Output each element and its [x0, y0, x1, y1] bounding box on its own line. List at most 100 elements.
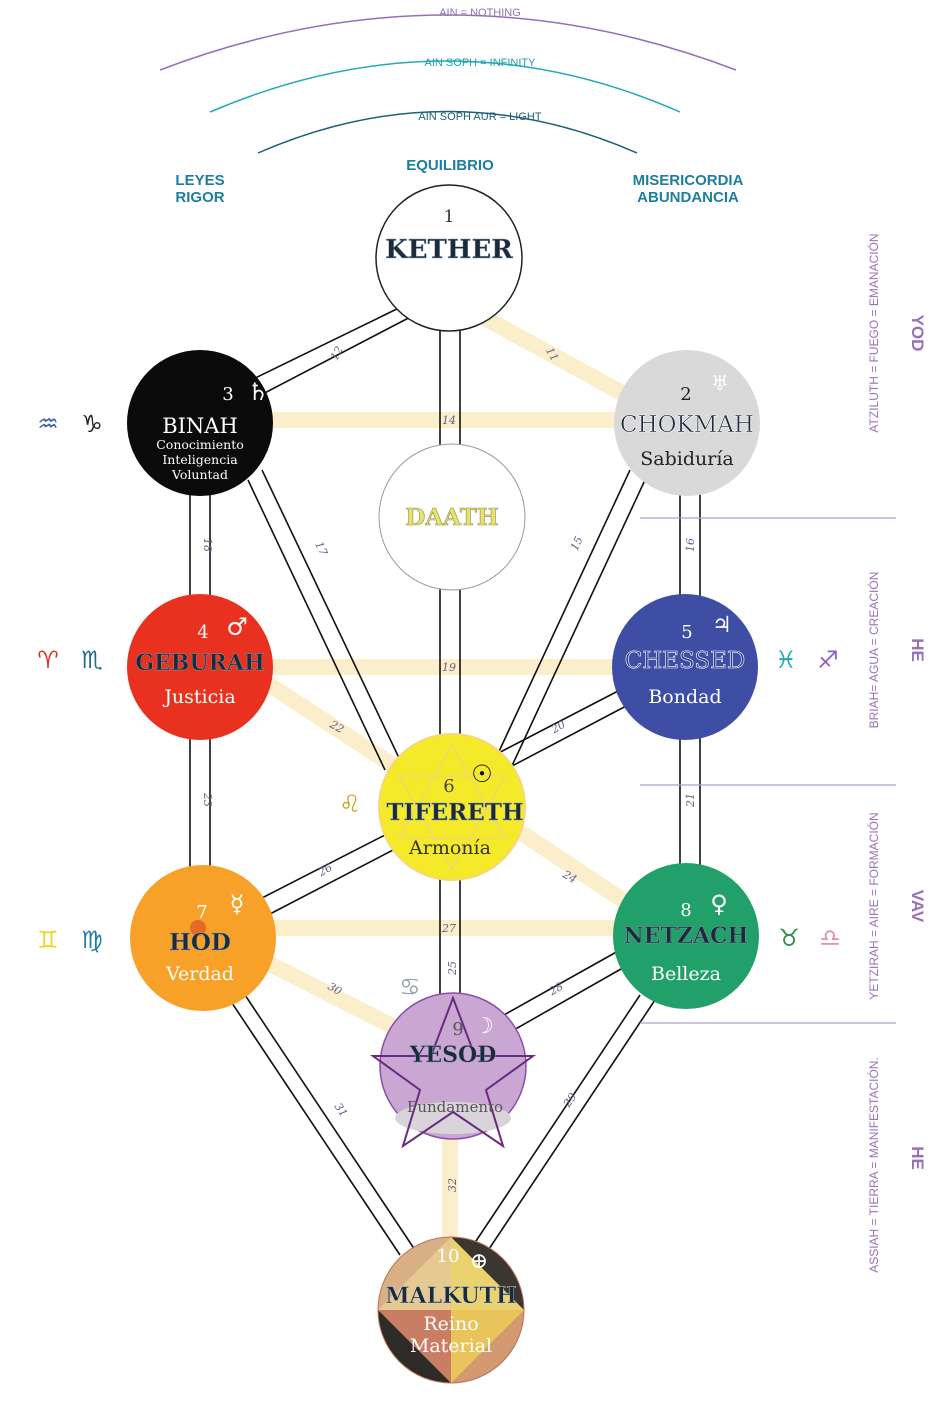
- sephira-daath[interactable]: DAATH: [378, 443, 526, 591]
- leo-icon: ♌: [339, 790, 361, 818]
- chokmah-planet-icon: ♅: [711, 371, 729, 395]
- chokmah-number: 2: [680, 384, 691, 405]
- malkuth-sub-1: Reino: [423, 1313, 478, 1335]
- world-letter-he-1: HE: [908, 638, 927, 662]
- path-number-25: 25: [446, 961, 459, 976]
- pisces-icon: ♓: [775, 646, 797, 674]
- hod-name: HOD: [169, 929, 231, 956]
- path-number-12: 12: [328, 344, 346, 362]
- path-number-11: 11: [543, 345, 561, 364]
- aquarius-icon: ♒: [37, 410, 59, 438]
- scorpio-icon: ♏: [81, 646, 103, 674]
- pillar-left-line2: RIGOR: [175, 189, 224, 206]
- hod-planet-icon: ☿: [230, 890, 245, 918]
- path-number-22: 22: [327, 717, 346, 736]
- arc-ain-label: AIN = NOTHING: [439, 7, 521, 19]
- chokmah-sub-1: Sabiduría: [640, 448, 733, 470]
- chessed-sub-1: Bondad: [648, 686, 721, 708]
- geburah-sub-1: Justicia: [162, 686, 235, 708]
- path-number-23: 23: [201, 792, 214, 807]
- path-number-20: 20: [548, 718, 567, 737]
- path-number-29: 29: [560, 1091, 579, 1111]
- binah-sub-1: Conocimiento: [156, 437, 244, 452]
- sephira-kether[interactable]: 1 KETHER: [375, 184, 523, 332]
- netzach-planet-icon: ♀: [710, 890, 728, 918]
- yesod-pentagram-icon: [369, 995, 537, 1149]
- yesod-planet-icon: ☽: [474, 1014, 494, 1039]
- path-number-27: 27: [441, 922, 456, 935]
- chokmah-name: CHOKMAH: [620, 412, 754, 438]
- chessed-planet-icon: ♃: [712, 613, 732, 638]
- world-yetzirah-label: YETZIRAH = AIRE = FORMACIÓN: [866, 812, 881, 999]
- binah-planet-icon: ♄: [247, 378, 269, 406]
- path-number-21: 21: [684, 793, 697, 808]
- sephira-tifereth[interactable]: 6 ☉ TIFERETH Armonía: [378, 733, 526, 881]
- hod-number: 7: [196, 902, 207, 923]
- world-briah-label: BRIAH= AGUA = CREACIÓN: [866, 572, 881, 729]
- malkuth-sub-2: Material: [410, 1335, 492, 1357]
- binah-name: BINAH: [162, 414, 238, 438]
- binah-sub-3: Voluntad: [171, 467, 228, 482]
- path-number-32: 32: [446, 1178, 459, 1192]
- sephira-netzach[interactable]: 8 ♀ NETZACH Belleza: [613, 863, 759, 1009]
- path-number-24: 24: [560, 867, 579, 886]
- malkuth-planet-icon: ⊕: [470, 1249, 488, 1274]
- zodiac-symbols: ♒ ♑ ♈ ♏ ♓ ♐ ♌ ♊ ♍ ♉ ♎ ♋: [37, 410, 841, 1001]
- path-number-28: 28: [546, 980, 565, 999]
- pillar-headers: LEYES RIGOR EQUILIBRIO MISERICORDIA ABUN…: [175, 157, 743, 206]
- tifereth-name: TIFERETH: [386, 799, 523, 826]
- pillar-left-line1: LEYES: [175, 172, 224, 189]
- world-assiah-label: ASSIAH = TIERRA = MANIFESTACIÓN.: [866, 1057, 881, 1273]
- binah-sub-2: Inteligencia: [162, 452, 238, 467]
- geburah-name: GEBURAH: [135, 650, 264, 676]
- tifereth-planet-icon: ☉: [471, 760, 493, 788]
- pillar-right-line2: ABUNDANCIA: [637, 189, 739, 206]
- virgo-icon: ♍: [81, 926, 103, 954]
- yellow-paths: [257, 302, 639, 1245]
- path-22-band: [257, 673, 405, 777]
- pillar-right-line1: MISERICORDIA: [633, 172, 744, 189]
- kether-number: 1: [444, 207, 455, 227]
- world-labels: ATZILUTH = FUEGO = EMANACIÓN BRIAH= AGUA…: [866, 233, 927, 1272]
- path-24-band: [497, 813, 635, 912]
- tifereth-number: 6: [443, 776, 454, 797]
- path-30-band: [258, 952, 404, 1038]
- cancer-icon: ♋: [399, 973, 421, 1001]
- sephira-geburah[interactable]: 4 ♂ GEBURAH Justicia: [127, 594, 273, 740]
- arc-ain: [159, 14, 737, 71]
- libra-icon: ♎: [819, 924, 841, 952]
- arc-ain-soph-label: AIN SOPH = INFINITY: [425, 57, 537, 69]
- sephira-yesod[interactable]: 9 ☽ YESOD Fundamento: [369, 992, 537, 1149]
- arc-ain-soph-aur: [257, 110, 638, 154]
- sephira-binah[interactable]: 3 ♄ BINAH Conocimiento Inteligencia Volu…: [127, 350, 273, 496]
- sephira-malkuth[interactable]: 10 ⊕ MALKUTH Reino Material: [377, 1236, 525, 1384]
- capricorn-icon: ♑: [81, 410, 103, 438]
- arc-ain-soph: [209, 60, 681, 113]
- path-number-14: 14: [442, 414, 456, 427]
- sephiroth: 1 KETHER 3 ♄ BINAH Conocimiento Intelige…: [127, 184, 760, 1384]
- sephira-chessed[interactable]: 5 ♃ CHESSED Bondad: [612, 594, 758, 740]
- malkuth-name: MALKUTH: [385, 1283, 517, 1309]
- netzach-number: 8: [680, 900, 691, 921]
- yesod-name: YESOD: [409, 1042, 497, 1068]
- sephira-hod[interactable]: 7 ☿ HOD Verdad: [130, 865, 276, 1011]
- gemini-icon: ♊: [37, 926, 59, 954]
- path-number-26: 26: [315, 861, 334, 880]
- path-number-31: 31: [332, 1101, 351, 1120]
- taurus-icon: ♉: [778, 924, 800, 952]
- world-atziluth-label: ATZILUTH = FUEGO = EMANACIÓN: [866, 233, 881, 432]
- path-numbers: 11 12 13 14 15 16 17 18 19 20 21 22 23 2…: [201, 344, 697, 1192]
- path-number-18: 18: [201, 538, 214, 552]
- chessed-number: 5: [681, 622, 692, 643]
- world-letter-he-2: HE: [908, 1146, 927, 1170]
- arcs: AIN = NOTHING AIN SOPH = INFINITY AIN SO…: [159, 7, 737, 154]
- netzach-sub-1: Belleza: [651, 963, 721, 985]
- path-11-band: [466, 302, 639, 408]
- binah-number: 3: [222, 384, 233, 405]
- world-letter-vav: VAV: [908, 890, 927, 923]
- pillar-middle: EQUILIBRIO: [406, 157, 494, 174]
- path-number-17: 17: [312, 539, 330, 557]
- netzach-name: NETZACH: [624, 923, 749, 949]
- world-letter-yod: YOD: [908, 315, 927, 352]
- sephira-chokmah[interactable]: 2 ♅ CHOKMAH Sabiduría: [614, 350, 760, 496]
